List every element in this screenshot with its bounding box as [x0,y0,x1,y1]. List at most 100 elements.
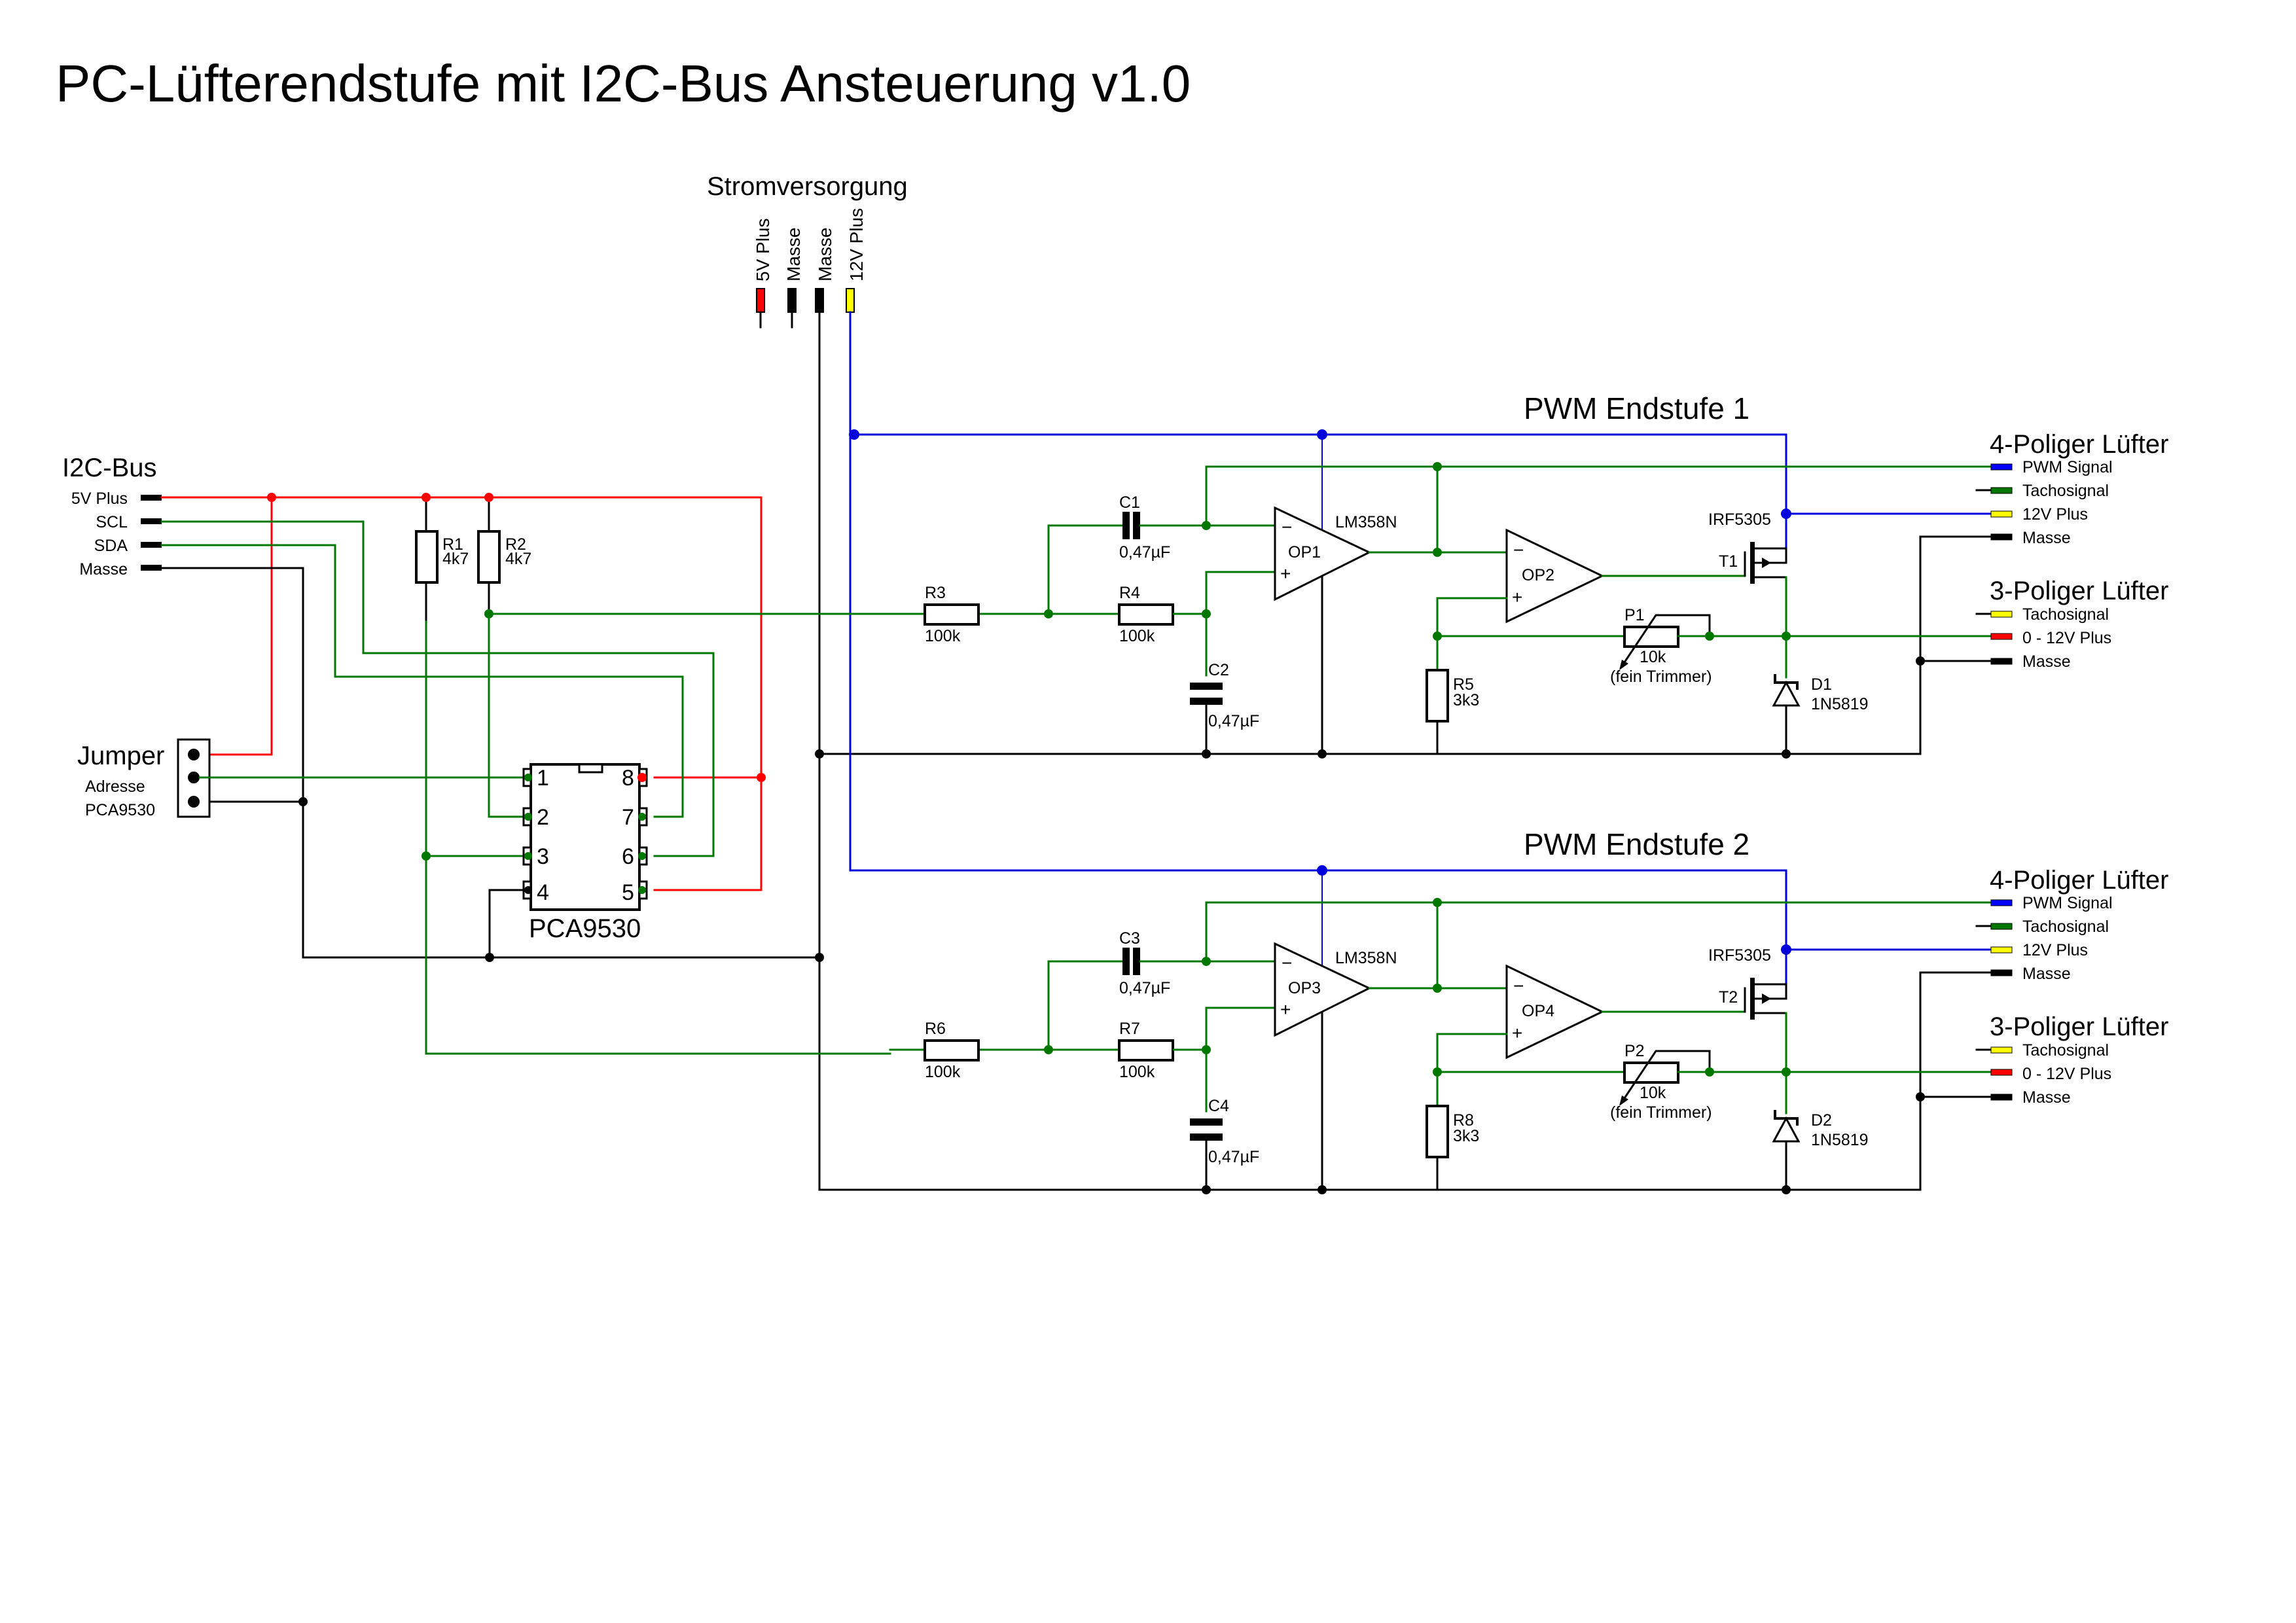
r-in-value: 100k [925,627,961,645]
r1-value: 4k7 [442,550,469,568]
stage-title: PWM Endstufe 2 [1524,827,1749,861]
r-in-ref: R3 [925,584,946,602]
mosfet[interactable]: IRF5305 T2 [1708,946,1787,1020]
pot-ref: P1 [1624,606,1645,624]
fan3-pin-icon [1990,611,2013,618]
fan4-title: 4-Poliger Lüfter [1990,430,2168,459]
i2c-pin-label: SCL [96,513,128,531]
pot-note: (fein Trimmer) [1610,668,1712,686]
page-title: PC-Lüfterendstufe mit I2C-Bus Ansteuerun… [56,54,1191,113]
c-fb-value: 0,47µF [1119,543,1170,562]
fan3-pin-label: Tachosignal [2022,1041,2109,1060]
capacitor-c-gnd[interactable]: C2 0,47µF [1190,661,1259,730]
resistor-r1[interactable]: R1 4k7 [415,496,891,1055]
capacitor-c-fb[interactable]: C3 0,47µF [1119,929,1170,997]
ic-name: PCA9530 [529,914,641,943]
power-pin-12v[interactable]: 12V Plus [846,208,867,313]
stage-title: PWM Endstufe 1 [1524,391,1749,425]
diode[interactable]: D1 1N5819 [1772,674,1869,755]
resistor-r-div[interactable]: R8 3k3 [1426,1105,1479,1158]
opamp-a[interactable]: − + OP1 LM358N [1274,506,1397,755]
capacitor-c-gnd[interactable]: C4 0,47µF [1190,1097,1259,1166]
i2c-pin-label: Masse [79,560,128,579]
potentiometer[interactable]: P1 10k (fein Trimmer) [1610,606,1712,686]
opamp-type: LM358N [1335,949,1397,967]
power-pin-5v[interactable]: 5V Plus [753,219,773,329]
pin-connector-icon [756,288,765,313]
fet-type: IRF5305 [1708,946,1771,965]
r-filter-value: 100k [1119,627,1155,645]
i2c-pin-5v[interactable] [141,495,162,501]
fan4-pin-icon [1990,899,2013,906]
capacitor-c-fb[interactable]: C1 0,47µF [1119,493,1170,562]
mosfet[interactable]: IRF5305 T1 [1708,510,1787,584]
jumper-label: Jumper [77,741,164,770]
fan4-pin-label: Tachosignal [2022,918,2109,936]
power-supply-label: Stromversorgung [707,172,908,201]
fan3-connector[interactable]: 3-Poliger Lüfter Tachosignal 0 - 12V Plu… [1975,577,2168,671]
fan4-connector[interactable]: 4-Poliger Lüfter PWM Signal Tachosignal … [1975,866,2168,983]
fan4-connector[interactable]: 4-Poliger Lüfter PWM Signal Tachosignal … [1975,430,2168,547]
c-gnd-value: 0,47µF [1208,1148,1259,1166]
fan4-pin-label: 12V Plus [2022,505,2088,524]
c-fb-ref: C1 [1119,493,1140,512]
power-pin-label: 12V Plus [846,208,867,281]
fan3-pin-label: 0 - 12V Plus [2022,1065,2111,1083]
resistor-r2[interactable]: R2 4k7 [477,496,926,818]
i2c-pin-gnd[interactable] [141,565,162,571]
ic-pin-4: 4 [537,880,549,905]
fan4-pin-label: Masse [2022,529,2071,547]
r-div-value: 3k3 [1453,691,1479,709]
r-filter-ref: R7 [1119,1020,1140,1038]
power-pin-gnd-1[interactable]: Masse [783,228,804,329]
c-gnd-ref: C4 [1208,1097,1229,1115]
i2c-label: I2C-Bus [62,454,157,482]
svg-text:+: + [1512,1023,1522,1043]
plus12-rail [849,311,1992,993]
opamp-a-ref: OP3 [1288,979,1321,997]
ic-pin-8: 8 [622,766,634,791]
power-pin-gnd-2[interactable]: Masse [815,228,835,313]
resistor-r-filter[interactable]: R7 100k [1118,1020,1174,1081]
opamp-b-ref: OP2 [1522,566,1554,584]
pin-connector-icon [846,288,855,313]
c-fb-value: 0,47µF [1119,979,1170,997]
svg-text:−: − [1513,976,1524,996]
svg-text:−: − [1282,953,1292,973]
resistor-r-div[interactable]: R5 3k3 [1426,669,1479,722]
potentiometer[interactable]: P2 10k (fein Trimmer) [1610,1042,1712,1122]
opamp-type: LM358N [1335,513,1397,531]
jumper-sub-label: PCA9530 [85,801,155,819]
power-supply: Stromversorgung 5V Plus Masse Masse 12V … [707,172,908,329]
opamp-b[interactable]: − + OP2 [1505,528,1605,624]
resistor-r-in[interactable]: R3 100k [924,584,980,645]
ic-pca9530[interactable]: 1 2 3 4 8 7 6 5 PCA9530 [425,763,648,959]
fan3-connector[interactable]: 3-Poliger Lüfter Tachosignal 0 - 12V Plu… [1975,1012,2168,1107]
fan3-pin-icon [1990,633,2013,640]
resistor-r-in[interactable]: R6 100k [924,1020,980,1081]
pin-connector-icon [815,288,824,313]
r-in-ref: R6 [925,1020,946,1038]
diode-ref: D1 [1811,675,1832,694]
diode[interactable]: D2 1N5819 [1772,1110,1869,1191]
fan4-pin-icon [1990,969,2013,976]
i2c-pin-sda[interactable] [141,542,162,548]
opamp-a[interactable]: − + OP3 LM358N [1274,942,1397,1191]
i2c-pin-label: SDA [94,537,128,555]
ic-pin-1: 1 [537,766,549,791]
opamp-b[interactable]: − + OP4 [1505,964,1605,1060]
i2c-pin-scl[interactable] [141,518,162,524]
ground-rail [302,311,1992,1191]
jumper[interactable]: Jumper Adresse PCA9530 [77,738,525,819]
r-div-value: 3k3 [1453,1127,1479,1145]
svg-text:−: − [1513,540,1524,560]
fan4-pin-label: PWM Signal [2022,894,2113,912]
resistor-r-filter[interactable]: R4 100k [1118,584,1174,645]
fan3-title: 3-Poliger Lüfter [1990,1012,2168,1041]
c-gnd-value: 0,47µF [1208,712,1259,730]
fet-ref: T1 [1719,552,1738,571]
i2c-pin-label: 5V Plus [71,490,128,508]
fan4-pin-label: PWM Signal [2022,458,2113,476]
pot-value: 10k [1640,648,1666,666]
r-div-ref: R8 [1453,1111,1474,1130]
